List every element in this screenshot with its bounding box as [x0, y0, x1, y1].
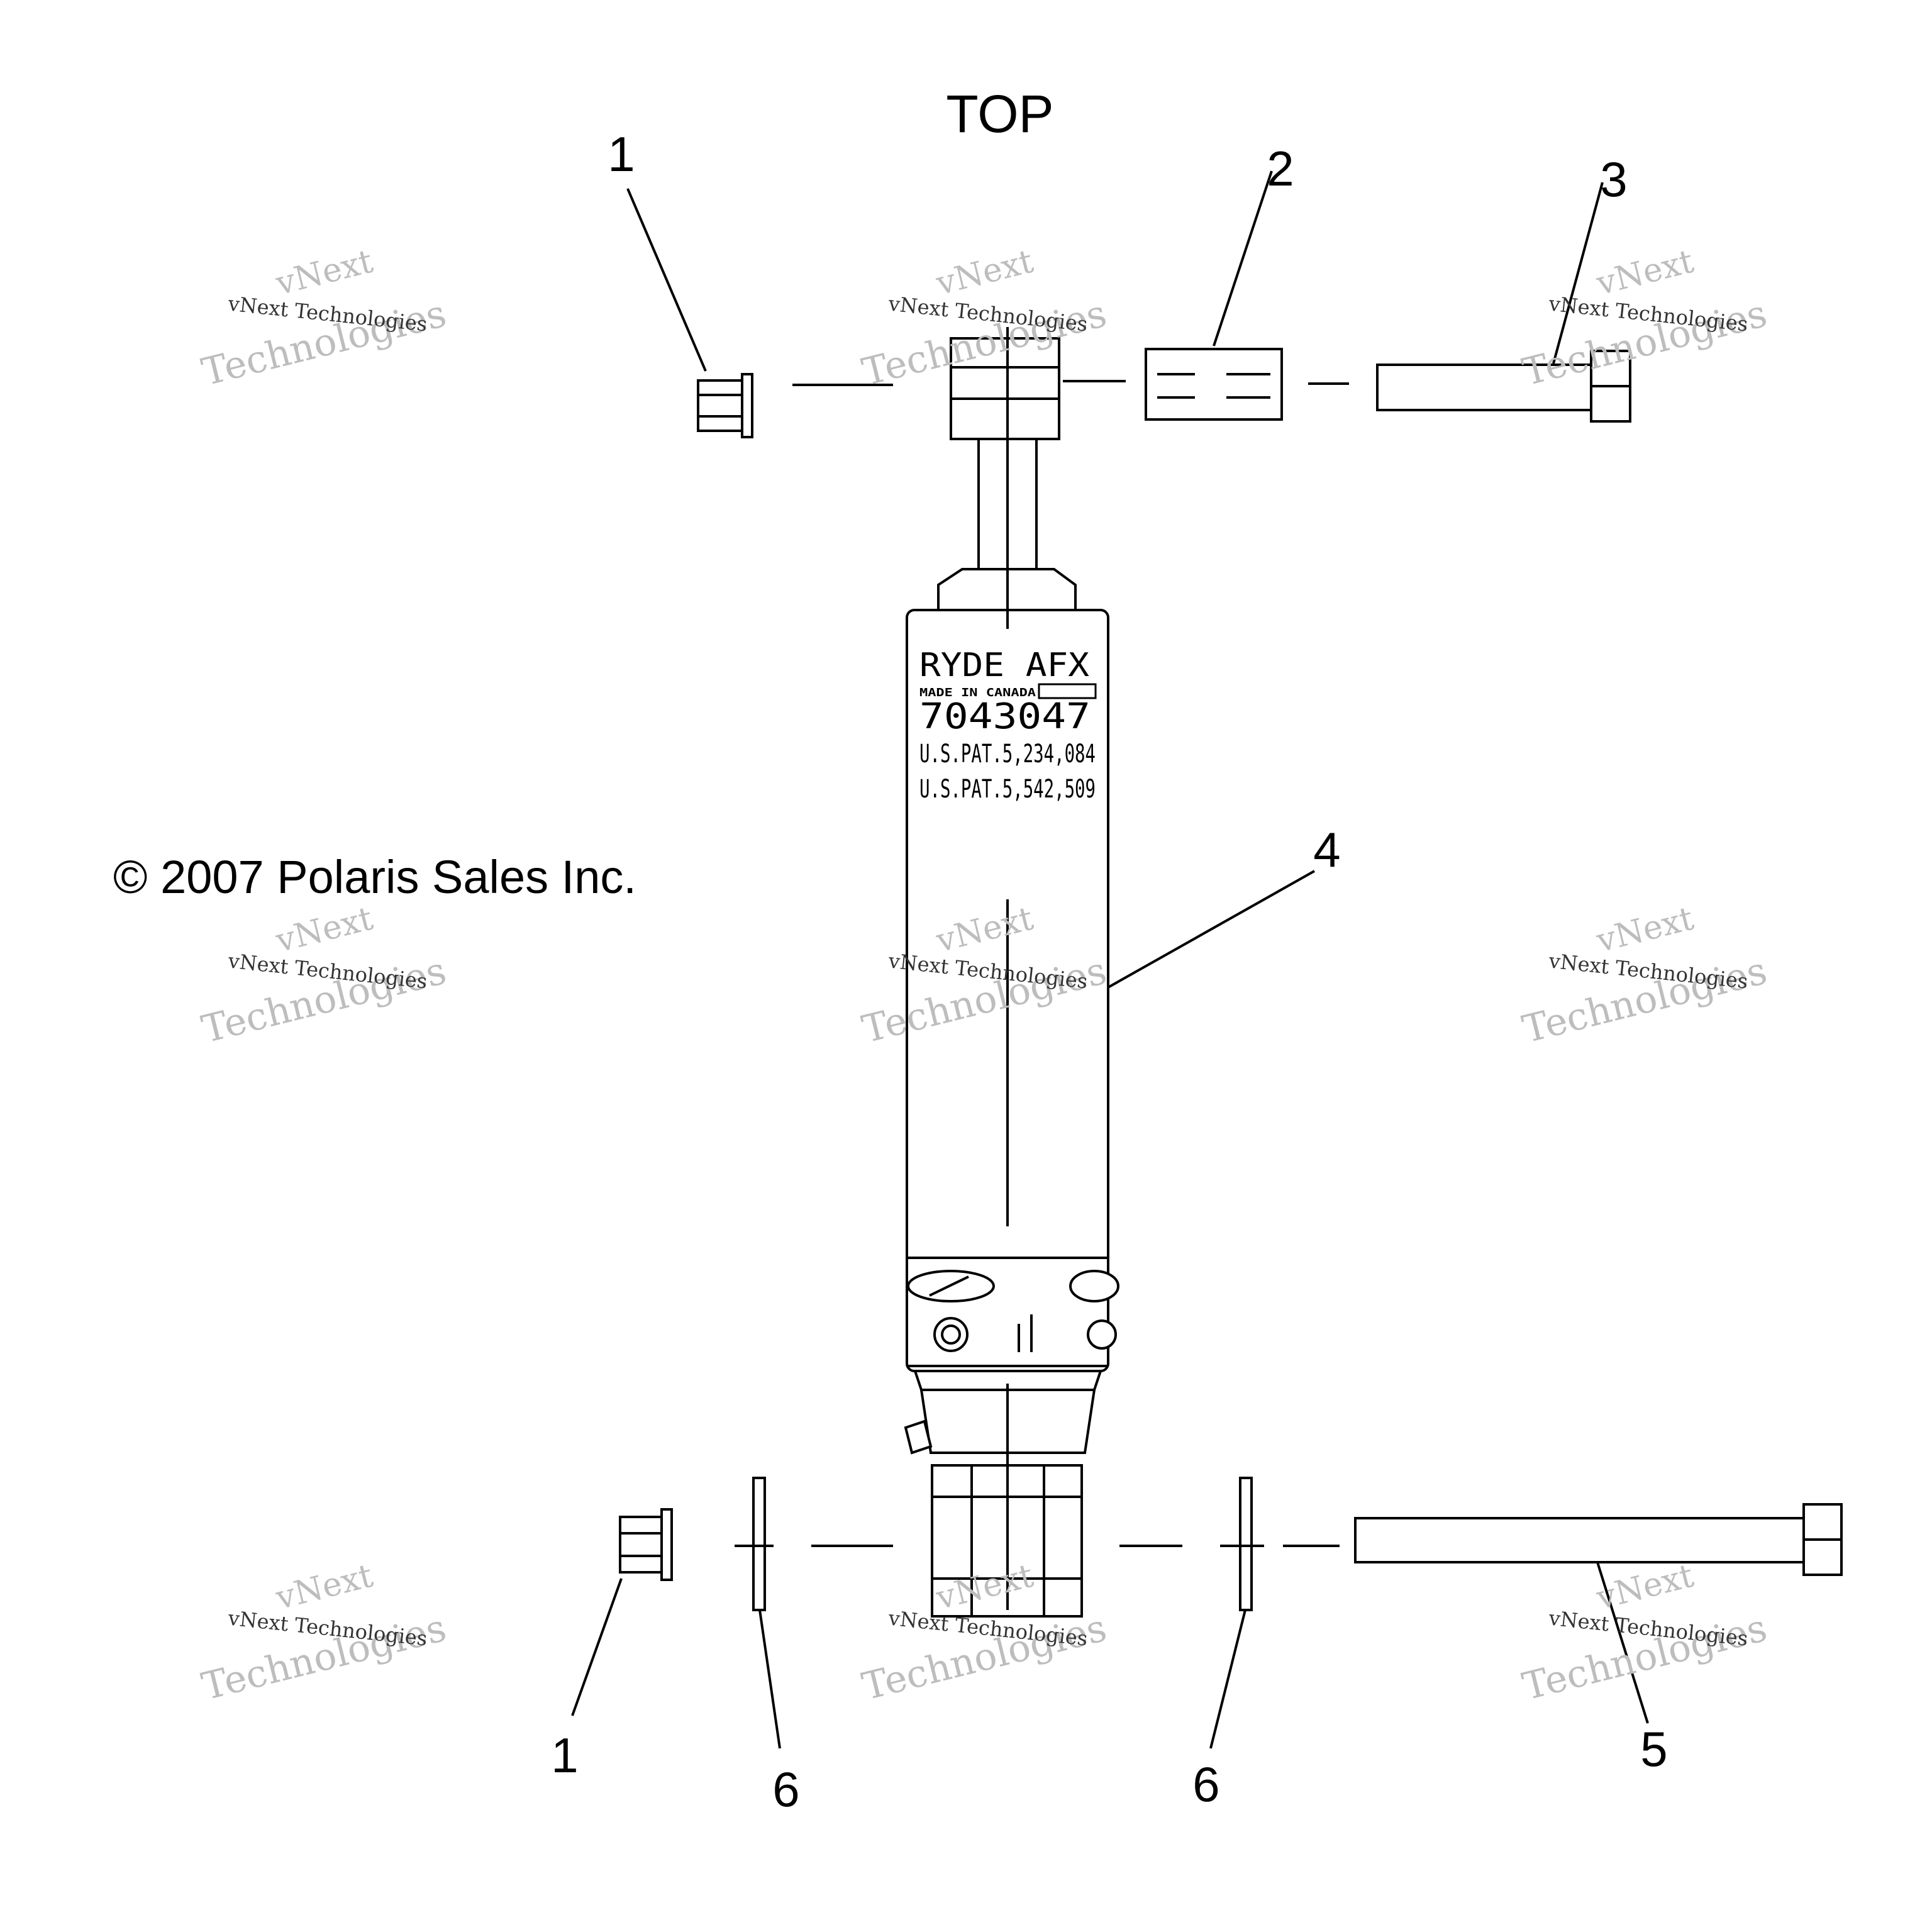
callout-5: 5: [1640, 1721, 1667, 1777]
watermark-line-1: vNext: [272, 243, 377, 303]
callout-1-top: 1: [608, 126, 635, 182]
callout-6-left: 6: [772, 1762, 799, 1817]
leader-6-right: [1209, 1609, 1246, 1749]
leader-6-left: [758, 1609, 781, 1749]
watermark-line-1: vNext: [1592, 1557, 1697, 1618]
watermark-line-1: vNext: [1592, 900, 1697, 960]
part-3-top-bolt: [1376, 350, 1631, 423]
diagram-title-top: TOP: [946, 84, 1053, 143]
watermark-line-1: vNext: [272, 900, 377, 960]
shock-patent-1: U.S.PAT.5,234,084: [919, 740, 1096, 769]
part-6-washer-left: [752, 1477, 766, 1611]
part-2-bushing: [1145, 348, 1283, 421]
leader-5: [1596, 1562, 1649, 1724]
leader-4: [1108, 870, 1315, 989]
shock-patent-2: U.S.PAT.5,542,509: [919, 775, 1096, 804]
part-5-bottom-bolt: [1354, 1503, 1843, 1576]
callout-6-right: 6: [1192, 1757, 1219, 1812]
shock-origin-box: [1038, 683, 1097, 699]
shock-part-number: 7043047: [919, 696, 1091, 737]
part-4-shock-absorber: [904, 327, 1119, 1618]
shock-origin-label: MADE IN CANADA: [919, 686, 1036, 699]
callout-1-bottom: 1: [551, 1728, 578, 1783]
leader-1-top: [626, 188, 707, 372]
copyright-notice: © 2007 Polaris Sales Inc.: [113, 851, 636, 903]
leader-2: [1213, 170, 1273, 347]
watermark-line-1: vNext: [1592, 243, 1697, 303]
callout-4: 4: [1313, 822, 1340, 877]
part-1-flange-nut-top: [697, 373, 753, 438]
leader-3: [1552, 182, 1604, 364]
part-6-washer-right: [1239, 1477, 1253, 1611]
callout-3: 3: [1600, 152, 1627, 207]
shock-model-label: RYDE AFX: [919, 647, 1089, 684]
callout-2: 2: [1267, 141, 1294, 196]
part-1-flange-nut-bottom: [619, 1508, 673, 1581]
watermark-line-1: vNext: [272, 1557, 377, 1618]
leader-1-bottom: [571, 1578, 623, 1716]
watermark-line-1: vNext: [932, 243, 1037, 303]
